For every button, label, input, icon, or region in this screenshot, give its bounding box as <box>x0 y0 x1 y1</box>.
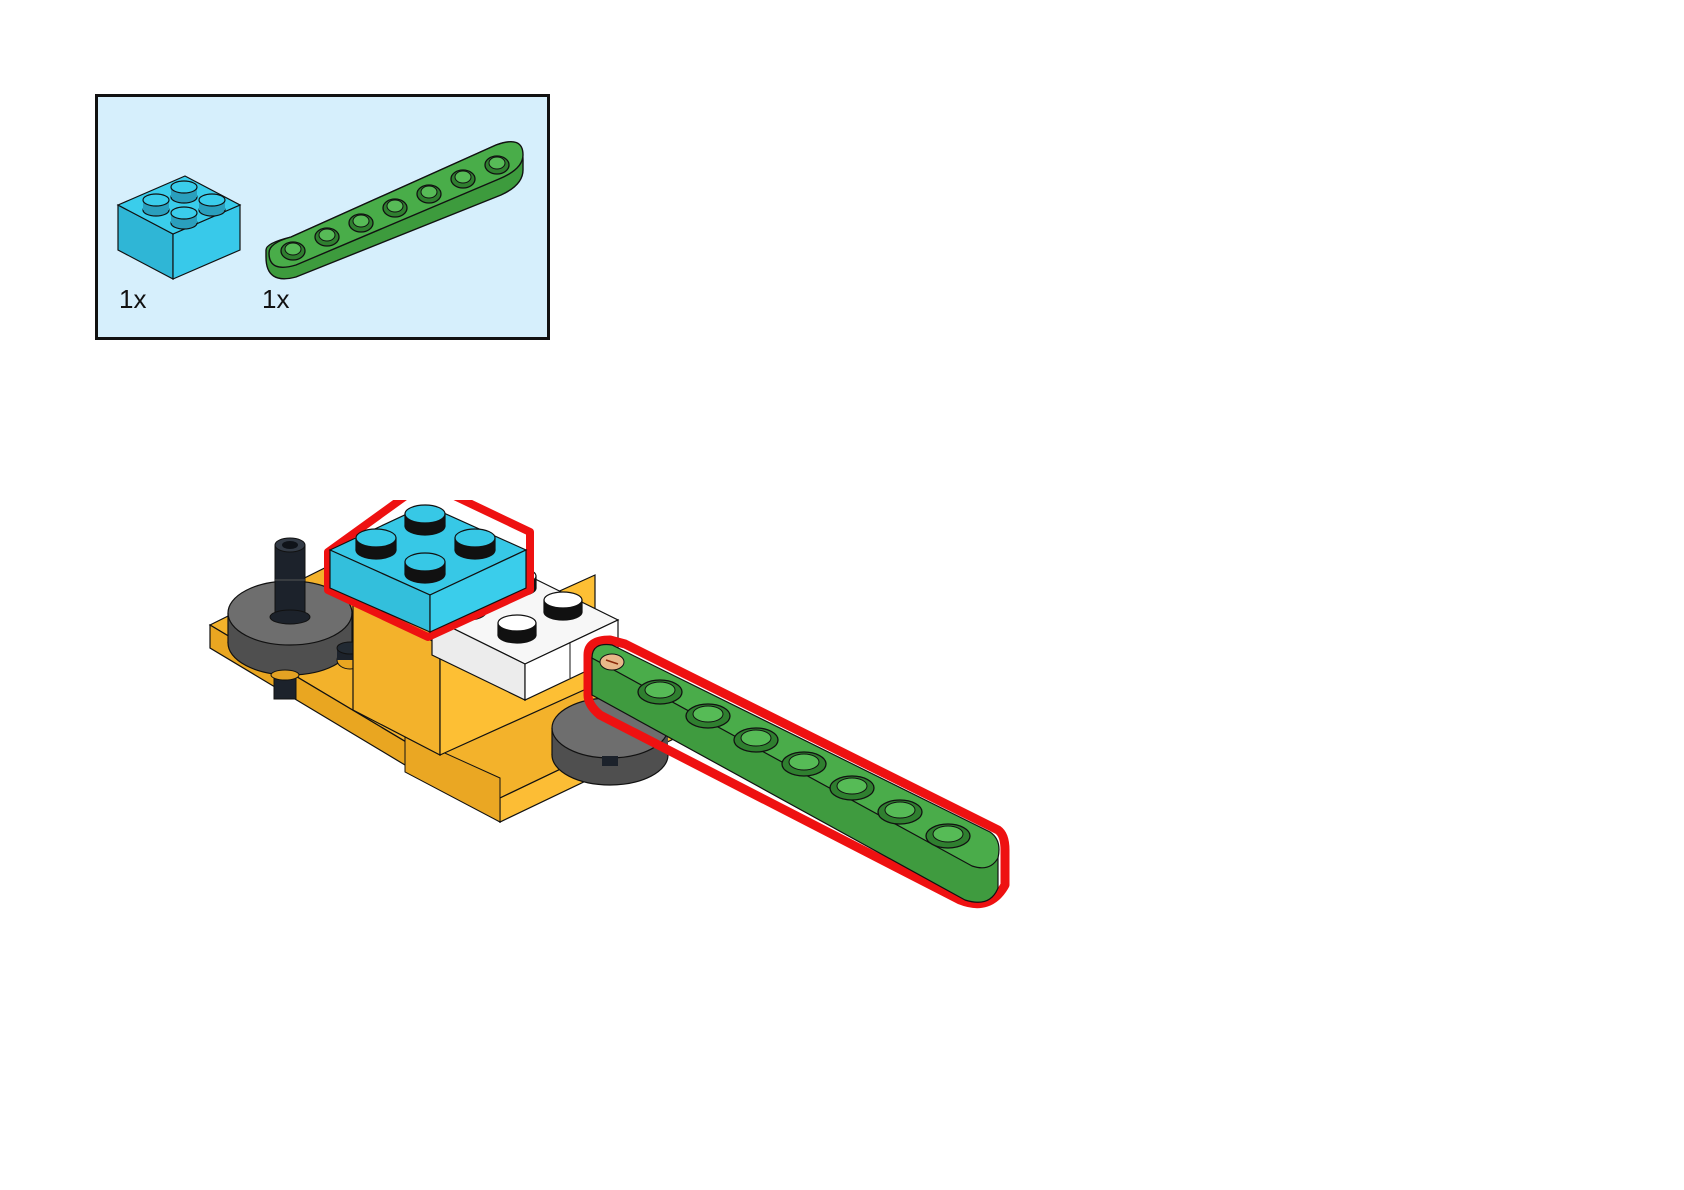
green-7-hole-beam-highlighted <box>583 635 1010 909</box>
assembly-step-illustration <box>208 500 1010 909</box>
green-7-hole-beam-icon <box>265 141 524 280</box>
black-peg <box>269 537 311 625</box>
parts-callout: 1x 1x <box>95 94 550 340</box>
blue-2x2-brick-icon <box>116 175 242 280</box>
blue-2x2-brick-highlighted <box>324 500 534 641</box>
brick-quantity-label: 1x <box>119 284 147 314</box>
black-peg-underside <box>270 669 300 700</box>
beam-quantity-label: 1x <box>262 284 290 314</box>
